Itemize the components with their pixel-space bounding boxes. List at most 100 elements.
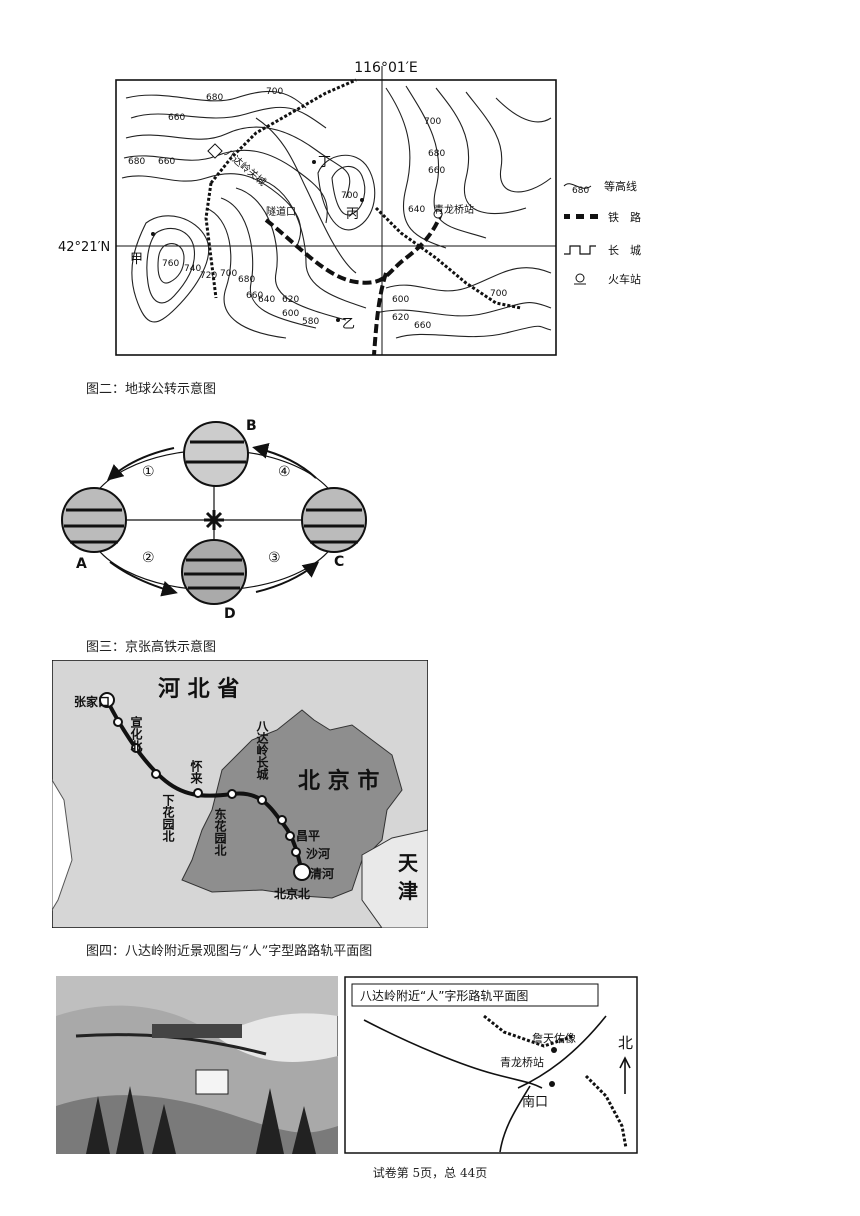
seg-4: ④ — [278, 464, 291, 480]
pos-d: D — [224, 606, 236, 622]
svg-text:600: 600 — [392, 295, 409, 305]
seg-1: ① — [142, 464, 155, 480]
north-label: 北 — [618, 1034, 633, 1052]
station-changping: 昌平 — [296, 829, 320, 843]
station-donghuayuanbei: 东花园北 — [213, 807, 227, 857]
wall-east — [584, 1074, 628, 1149]
point-bing: 丙 — [346, 207, 359, 222]
station-label-plan: 青龙桥站 — [500, 1055, 544, 1069]
lat-label: 42°21′N — [58, 240, 110, 255]
svg-text:640: 640 — [408, 205, 425, 215]
svg-text:700: 700 — [424, 117, 441, 127]
seg-2: ② — [142, 550, 155, 566]
plan-title: 八达岭附近“人”字形路轨平面图 — [360, 988, 528, 1003]
station-xuanhuabei: 宣化北 — [129, 715, 143, 753]
station-badaling: 八达岭长城 — [255, 720, 269, 781]
svg-text:700: 700 — [220, 269, 237, 279]
figure-2-revolution: A B C D ① ② ③ ④ — [56, 402, 376, 622]
station-dots — [99, 692, 311, 881]
lon-label: 116°01′E — [354, 60, 418, 76]
station-xiahuayuanbei: 下花园北 — [161, 794, 175, 843]
pass-marker — [207, 143, 223, 159]
house-icon — [195, 1069, 229, 1095]
svg-text:等高线: 等高线 — [604, 179, 637, 193]
beijing-region — [181, 709, 403, 899]
map-frame — [115, 79, 557, 356]
station-beijingbei: 北京北 — [274, 886, 310, 901]
svg-text:660: 660 — [158, 157, 175, 167]
earth-icon — [61, 421, 367, 605]
contour-lines — [121, 85, 552, 339]
point-yi: 乙 — [342, 317, 355, 332]
figure-1-contour-map: 116°01′E 42°21′N 680 660 700 700 680 660… — [56, 58, 656, 360]
railway-line — [264, 212, 443, 285]
great-wall-line-2 — [204, 182, 218, 299]
rail-map-svg: 河 北 省 北 京 市 天 津 张家口 宣化北 下花园北 怀来 东花园北 八达岭… — [51, 659, 429, 929]
svg-text:720: 720 — [200, 271, 217, 281]
station-zhangjiakou: 张家口 — [74, 694, 110, 709]
map-legend: 680 等高线 铁 路 长 城 火车站 — [563, 179, 641, 286]
point-jia: 甲 — [130, 252, 143, 267]
figure-4-plan: 八达岭附近“人”字形路轨平面图 詹天佑像 青龙桥站 南口 北 — [344, 976, 638, 1154]
page-footer: 试卷第 5页，总 44页 — [372, 1166, 488, 1180]
pos-c: C — [334, 554, 344, 570]
svg-text:680: 680 — [206, 93, 223, 103]
svg-text:740: 740 — [184, 264, 201, 274]
nankou-label: 南口 — [522, 1094, 548, 1110]
fig2-caption: 图二：地球公转示意图 — [86, 382, 217, 397]
svg-text:660: 660 — [414, 321, 431, 331]
track-east — [517, 1015, 607, 1089]
railway-branch — [372, 272, 388, 356]
svg-text:660: 660 — [246, 291, 263, 301]
station-marker — [433, 209, 443, 219]
svg-text:640: 640 — [258, 295, 275, 305]
station-huailai: 怀来 — [189, 759, 203, 785]
svg-text:620: 620 — [282, 295, 299, 305]
plan-title-box — [351, 983, 599, 1007]
plan-svg: 八达岭附近“人”字形路轨平面图 詹天佑像 青龙桥站 南口 北 — [344, 976, 638, 1154]
statue-label: 詹天佑像 — [532, 1031, 576, 1045]
svg-text:700: 700 — [266, 87, 283, 97]
svg-text:火车站: 火车站 — [608, 272, 641, 286]
svg-text:长 城: 长 城 — [608, 244, 641, 257]
north-arrow-icon — [619, 1056, 631, 1094]
tree-icon — [86, 1086, 316, 1154]
station-shahe: 沙河 — [306, 846, 330, 861]
svg-text:700: 700 — [341, 191, 358, 201]
svg-text:680: 680 — [238, 275, 255, 285]
pos-b: B — [246, 418, 257, 434]
svg-text:680: 680 — [128, 157, 145, 167]
tianjin-label-2: 津 — [398, 879, 418, 903]
svg-text:680: 680 — [572, 186, 589, 196]
train-icon — [152, 1024, 242, 1038]
svg-text:700: 700 — [490, 289, 507, 299]
beijing-label: 北 京 市 — [298, 768, 379, 794]
svg-text:620: 620 — [392, 313, 409, 323]
point-ding: 丁 — [318, 155, 331, 170]
fig4-caption: 图四：八达岭附近景观图与“人”字型路路轨平面图 — [86, 944, 373, 959]
hebei-label: 河 北 省 — [158, 677, 239, 702]
seg-3: ③ — [268, 550, 281, 566]
station-qinghe: 清河 — [310, 866, 334, 881]
contour-map-svg: 116°01′E 42°21′N 680 660 700 700 680 660… — [58, 60, 641, 356]
figure-3-rail-map: 河 北 省 北 京 市 天 津 张家口 宣化北 下花园北 怀来 东花园北 八达岭… — [51, 659, 429, 929]
svg-text:580: 580 — [302, 317, 319, 327]
revolution-svg: A B C D ① ② ③ ④ — [61, 418, 367, 622]
svg-text:660: 660 — [168, 113, 185, 123]
fig3-caption: 图三：京张高铁示意图 — [86, 640, 217, 655]
tianjin-label-1: 天 — [398, 851, 419, 875]
pos-a: A — [76, 556, 87, 572]
svg-text:680: 680 — [428, 149, 445, 159]
tunnel-label: 隧道口 — [266, 205, 296, 218]
svg-text:铁 路: 铁 路 — [608, 211, 641, 224]
figure-4-landscape — [55, 975, 339, 1155]
svg-text:600: 600 — [282, 309, 299, 319]
great-wall-line-3 — [374, 206, 522, 310]
svg-text:760: 760 — [162, 259, 179, 269]
wall-north — [483, 1014, 575, 1048]
sun-icon — [204, 510, 224, 530]
hatched-region — [51, 778, 73, 912]
great-wall-line — [209, 78, 357, 184]
landscape-svg — [55, 975, 339, 1155]
svg-text:660: 660 — [428, 166, 445, 176]
